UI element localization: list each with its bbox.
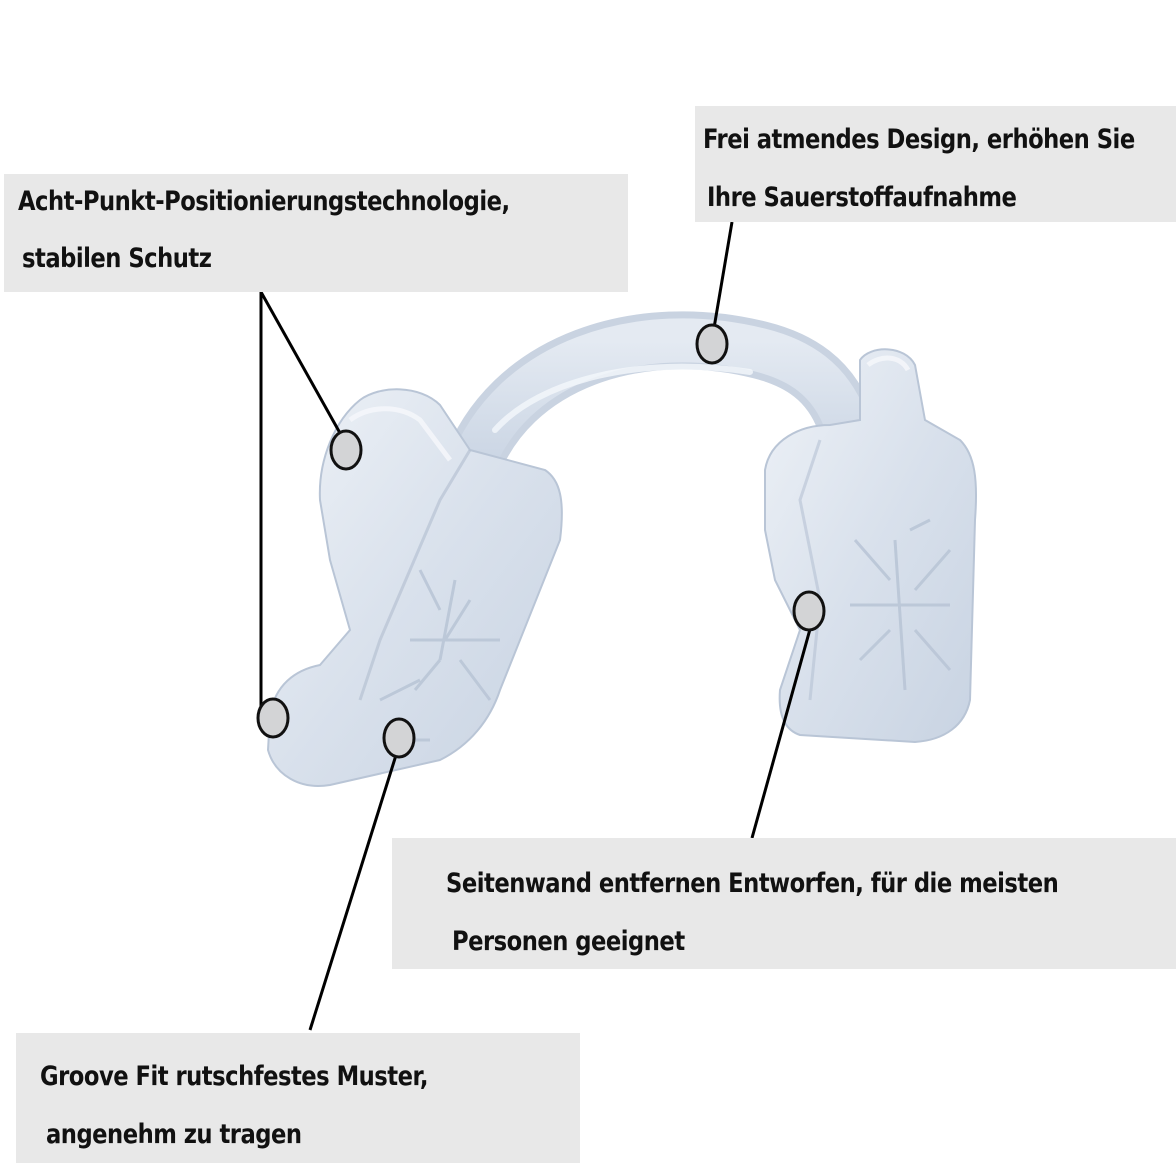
- marker-groove: [382, 717, 416, 759]
- right-guard-block: [764, 348, 978, 744]
- groove-pattern-right: [850, 518, 952, 691]
- callout-groove-fit-line1: Groove Fit rutschfestes Muster,: [40, 1061, 428, 1092]
- callout-positioning-line2: stabilen Schutz: [22, 243, 212, 274]
- callout-breathing-design-line2: Ihre Sauerstoffaufnahme: [707, 182, 1017, 213]
- callout-positioning-line1: Acht-Punkt-Positionierungstechnologie,: [18, 186, 510, 217]
- callout-breathing-design-line1: Frei atmendes Design, erhöhen Sie: [703, 124, 1135, 155]
- marker-right-side: [792, 590, 826, 632]
- marker-left-bottom: [256, 697, 290, 739]
- callout-positioning: Acht-Punkt-Positionierungstechnologie, s…: [4, 174, 628, 292]
- leader-lines: [259, 221, 814, 1031]
- callout-sidewall: Seitenwand entfernen Entworfen, für die …: [392, 838, 1176, 969]
- callout-groove-fit-line2: angenehm zu tragen: [46, 1119, 302, 1150]
- callout-sidewall-line2: Personen geeignet: [452, 926, 685, 957]
- callout-groove-fit: Groove Fit rutschfestes Muster, angenehm…: [16, 1033, 580, 1163]
- callout-sidewall-line1: Seitenwand entfernen Entworfen, für die …: [446, 868, 1059, 899]
- marker-left-top: [329, 429, 363, 471]
- marker-arch: [695, 323, 729, 365]
- groove-pattern-left: [379, 569, 500, 742]
- callout-breathing-design: Frei atmendes Design, erhöhen Sie Ihre S…: [695, 106, 1176, 222]
- left-guard-block: [266, 388, 563, 787]
- position-markers: [256, 323, 826, 759]
